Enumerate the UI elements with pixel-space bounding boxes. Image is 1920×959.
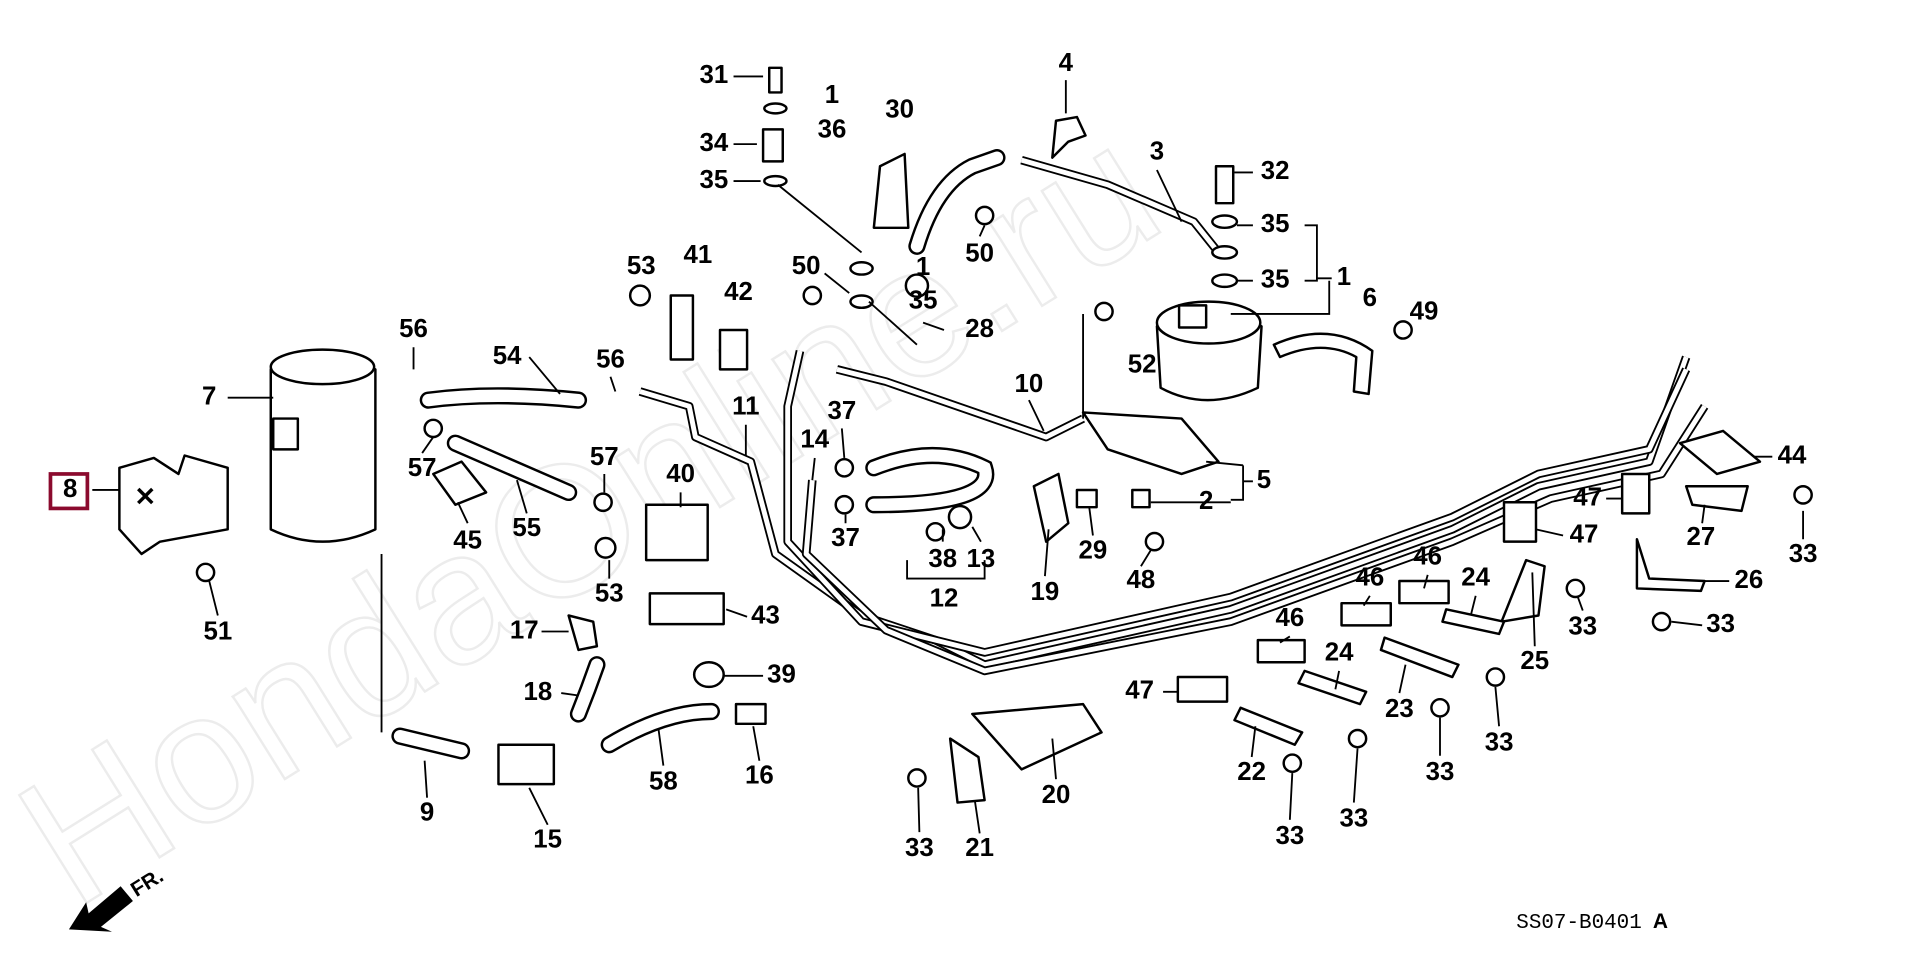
callout-37[interactable]: 37 (831, 524, 860, 552)
callout-38[interactable]: 38 (928, 545, 957, 573)
callout-33[interactable]: 33 (1275, 822, 1304, 850)
callout-40[interactable]: 40 (666, 460, 695, 488)
callout-23[interactable]: 23 (1385, 695, 1414, 723)
filter-band (1272, 332, 1374, 396)
callout-32[interactable]: 32 (1261, 157, 1290, 185)
callout-20[interactable]: 20 (1042, 781, 1071, 809)
callout-25[interactable]: 25 (1520, 647, 1549, 675)
callout-41[interactable]: 41 (683, 241, 712, 269)
callout-18[interactable]: 18 (523, 678, 552, 706)
callout-21[interactable]: 21 (965, 834, 994, 862)
callout-29[interactable]: 29 (1079, 536, 1108, 564)
callout-30[interactable]: 30 (885, 96, 914, 124)
callout-34[interactable]: 34 (699, 129, 728, 157)
callout-43[interactable]: 43 (751, 602, 780, 630)
callout-22[interactable]: 22 (1237, 758, 1266, 786)
callout-2[interactable]: 2 (1199, 487, 1213, 515)
callout-47[interactable]: 47 (1573, 483, 1602, 511)
callout-37[interactable]: 37 (827, 397, 856, 425)
callout-53[interactable]: 53 (627, 252, 656, 280)
callout-46[interactable]: 46 (1355, 563, 1384, 591)
callout-27[interactable]: 27 (1687, 523, 1716, 551)
callout-28[interactable]: 28 (965, 315, 994, 343)
callout-47[interactable]: 47 (1125, 677, 1154, 705)
callout-46[interactable]: 46 (1275, 604, 1304, 632)
callout-51[interactable]: 51 (203, 618, 232, 646)
canister-bracket: ✕ (118, 454, 229, 556)
callout-56[interactable]: 56 (399, 315, 428, 343)
callout-54[interactable]: 54 (493, 342, 522, 370)
callout-8[interactable]: 8 (63, 475, 77, 503)
callout-35[interactable]: 35 (1261, 210, 1290, 238)
diagram-code-text: SS07-B0401 (1516, 912, 1641, 935)
callout-45[interactable]: 45 (453, 526, 482, 554)
callout-33[interactable]: 33 (1706, 610, 1735, 638)
callout-52[interactable]: 52 (1128, 350, 1157, 378)
callout-48[interactable]: 48 (1127, 566, 1156, 594)
callout-9[interactable]: 9 (420, 798, 434, 826)
callout-33[interactable]: 33 (1426, 758, 1455, 786)
small-parts (195, 66, 1813, 804)
callout-35[interactable]: 35 (1261, 266, 1290, 294)
callout-5[interactable]: 5 (1257, 466, 1271, 494)
callout-1[interactable]: 1 (1337, 263, 1351, 291)
callout-35[interactable]: 35 (699, 166, 728, 194)
callout-33[interactable]: 33 (1568, 613, 1597, 641)
callout-26[interactable]: 26 (1735, 566, 1764, 594)
hoses (391, 149, 1006, 760)
callout-44[interactable]: 44 (1778, 442, 1807, 470)
callout-17[interactable]: 17 (510, 616, 539, 644)
svg-text:✕: ✕ (134, 483, 156, 511)
fuel-pipe-bundle (638, 155, 1709, 676)
callout-12[interactable]: 12 (930, 584, 959, 612)
callout-15[interactable]: 15 (533, 826, 562, 854)
callout-19[interactable]: 19 (1031, 578, 1060, 606)
callout-13[interactable]: 13 (967, 545, 996, 573)
callout-33[interactable]: 33 (1485, 728, 1514, 756)
callout-49[interactable]: 49 (1410, 298, 1439, 326)
callout-57[interactable]: 57 (408, 454, 437, 482)
callout-53[interactable]: 53 (595, 579, 624, 607)
callout-6[interactable]: 6 (1363, 284, 1377, 312)
callout-35[interactable]: 35 (909, 286, 938, 314)
callout-3[interactable]: 3 (1150, 138, 1164, 166)
callout-57[interactable]: 57 (590, 443, 619, 471)
callout-7[interactable]: 7 (202, 382, 216, 410)
callout-11[interactable]: 11 (732, 392, 759, 420)
callout-24[interactable]: 24 (1325, 638, 1354, 666)
callout-50[interactable]: 50 (792, 252, 821, 280)
callout-33[interactable]: 33 (905, 834, 934, 862)
diagram-code: SS07-B0401 A (1516, 910, 1668, 935)
highlighted-callout-box[interactable] (48, 472, 90, 511)
callout-36[interactable]: 36 (818, 115, 847, 143)
leader-lines (92, 75, 1804, 834)
callout-14[interactable]: 14 (800, 426, 829, 454)
callout-58[interactable]: 58 (649, 768, 678, 796)
canister (269, 348, 377, 543)
callout-10[interactable]: 10 (1015, 370, 1044, 398)
callout-39[interactable]: 39 (767, 661, 796, 689)
callout-33[interactable]: 33 (1789, 540, 1818, 568)
callout-31[interactable]: 31 (699, 61, 728, 89)
callout-42[interactable]: 42 (724, 278, 753, 306)
callout-1[interactable]: 1 (825, 81, 839, 109)
callout-47[interactable]: 47 (1570, 520, 1599, 548)
callout-55[interactable]: 55 (512, 514, 541, 542)
callout-4[interactable]: 4 (1059, 49, 1074, 77)
callout-33[interactable]: 33 (1339, 805, 1368, 833)
callout-16[interactable]: 16 (745, 762, 774, 790)
callout-46[interactable]: 46 (1413, 542, 1442, 570)
callout-24[interactable]: 24 (1461, 563, 1490, 591)
callout-56[interactable]: 56 (596, 346, 625, 374)
fuel-filter (1155, 300, 1263, 402)
callout-1[interactable]: 1 (916, 253, 930, 281)
diagram-revision: A (1653, 910, 1668, 933)
callout-50[interactable]: 50 (965, 240, 994, 268)
